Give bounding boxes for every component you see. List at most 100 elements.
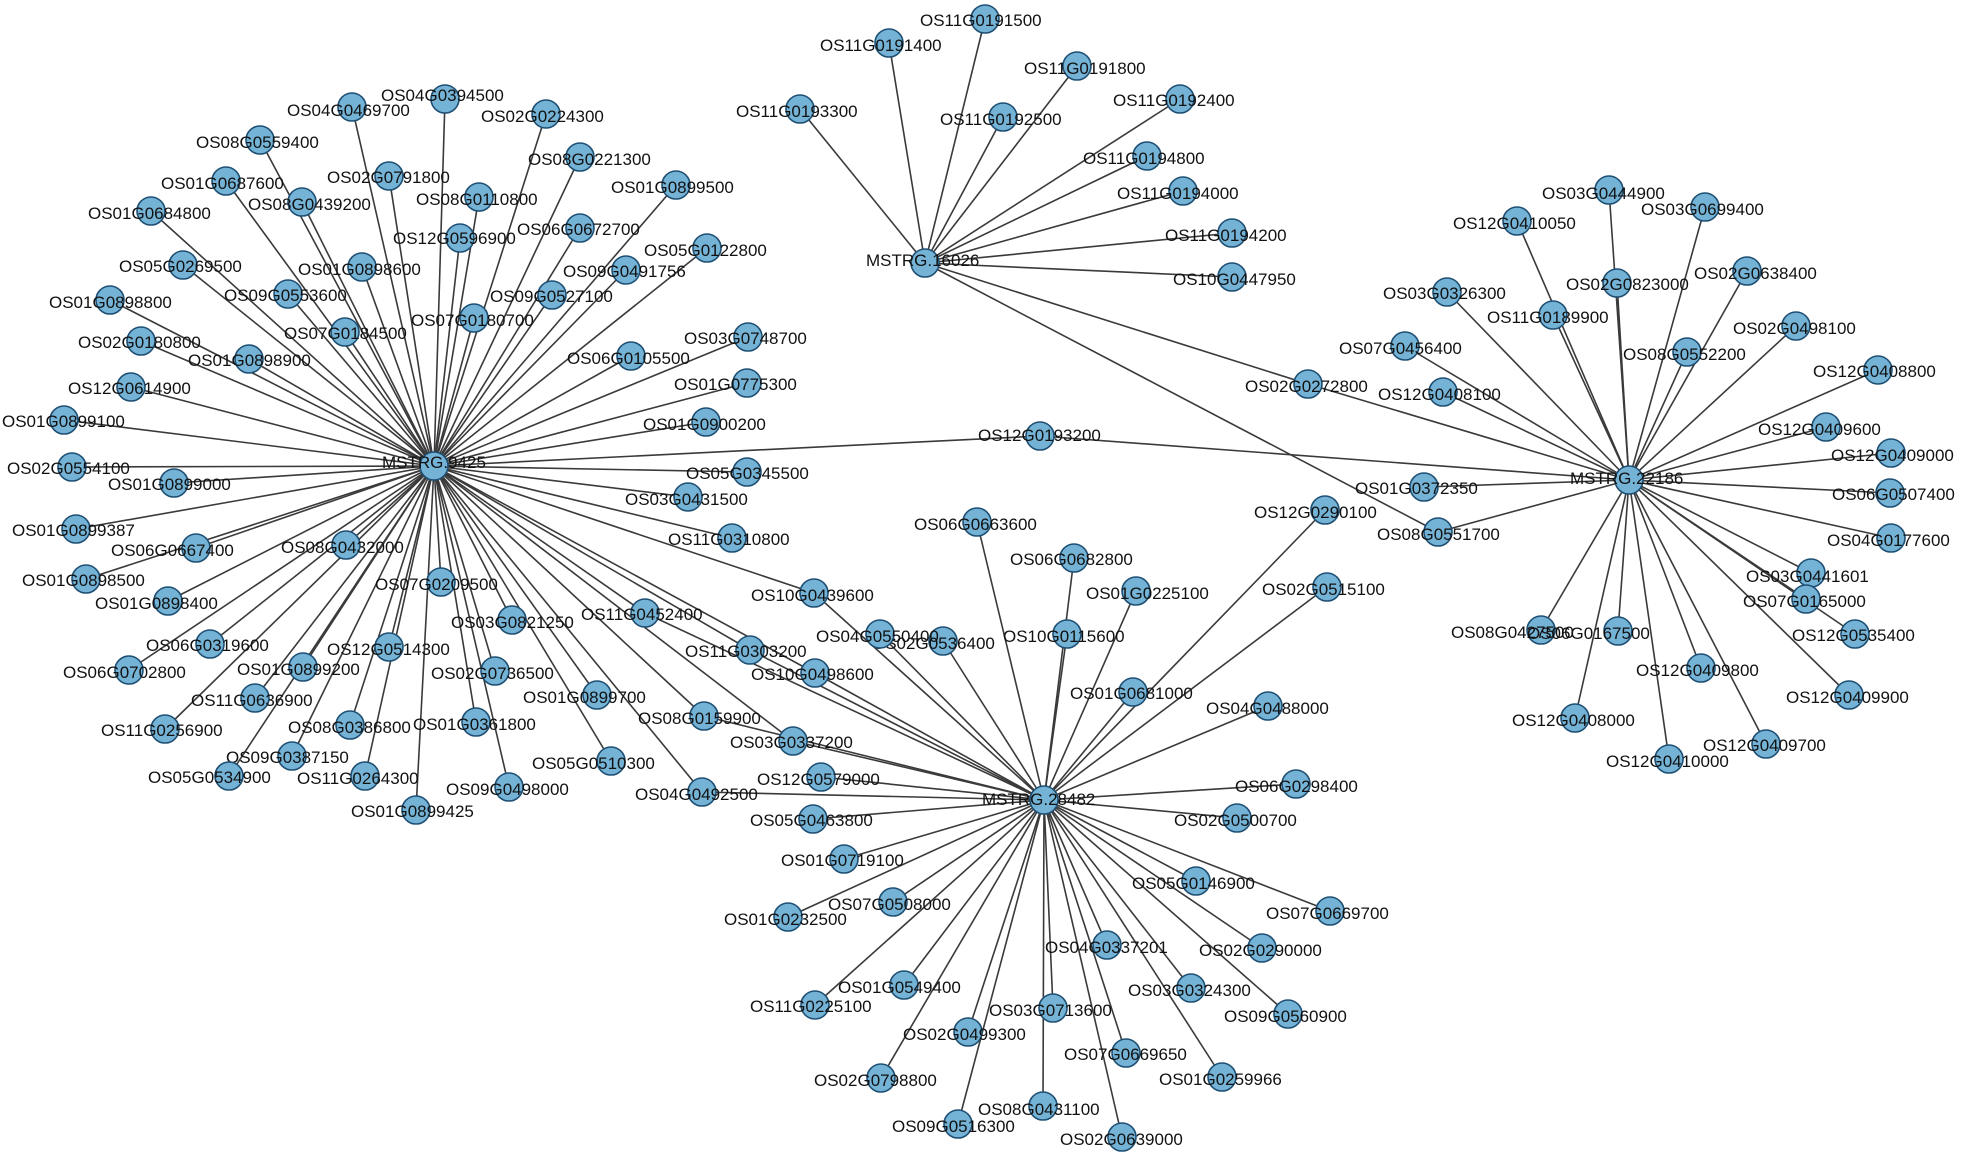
- node-circle: [611, 255, 641, 285]
- node-circle: [1168, 176, 1198, 206]
- edge-mstrg-28482--os07g0508000: [892, 799, 1045, 903]
- node-circle: [430, 84, 460, 114]
- node-label: OS02G0500700: [1174, 811, 1297, 830]
- gene-node-os02g0499300: OS02G0499300: [903, 1017, 1026, 1047]
- node-circle: [785, 94, 815, 124]
- gene-node-os11g0264300: OS11G0264300: [297, 761, 419, 791]
- edge-mstrg-28482--os03g0337200: [792, 740, 1045, 801]
- node-circle: [49, 405, 79, 435]
- gene-node-os01g0549400: OS01G0549400: [838, 970, 961, 1000]
- node-label: OS11G0310800: [668, 530, 790, 549]
- node-circle: [71, 564, 101, 594]
- node-circle: [943, 1109, 973, 1139]
- node-circle: [1132, 141, 1162, 171]
- edge-mstrg-16026--os11g0191400: [888, 42, 926, 264]
- edge-mstrg-9425--os03g0431500: [433, 465, 689, 498]
- gene-node-os07g0508000: OS07G0508000: [828, 887, 951, 917]
- node-label: OS12G0408800: [1813, 362, 1936, 381]
- gene-node-os08g0431100: OS08G0431100: [978, 1091, 1100, 1121]
- node-label: OS01G0549400: [838, 978, 961, 997]
- edge-mstrg-28482--os01g0549400: [903, 799, 1045, 986]
- node-label: OS01G0898900: [188, 351, 311, 370]
- node-label: OS09G0498000: [446, 780, 569, 799]
- node-circle: [1121, 576, 1151, 606]
- node-label: OS12G0410000: [1606, 752, 1729, 771]
- gene-node-os12g0408100: OS12G0408100: [1378, 377, 1501, 407]
- gene-node-os02g0515100: OS02G0515100: [1262, 572, 1385, 602]
- edge-mstrg-9425--os04g0469700: [351, 106, 435, 467]
- gene-node-os04g0337201: OS04G0337201: [1045, 930, 1168, 960]
- edge-mstrg-9425--os09g0491756: [433, 269, 627, 467]
- node-label: OS02G0638400: [1694, 264, 1817, 283]
- edge-mstrg-9425--os01g0899700: [433, 465, 598, 696]
- node-label: OS02G0823000: [1566, 275, 1689, 294]
- node-label: OS12G0409900: [1786, 688, 1909, 707]
- gene-node-os11g0191500: OS11G0191500: [920, 4, 1042, 34]
- edge-mstrg-22186--os12g0410000: [1628, 479, 1670, 760]
- node-label: OS11G0303200: [685, 642, 807, 661]
- node-label: OS01G0898800: [49, 293, 172, 312]
- gene-node-os12g0409700: OS12G0409700: [1703, 729, 1826, 759]
- node-label: OS03G0748700: [684, 329, 807, 348]
- gene-node-os03g0821250: OS03G0821250: [451, 605, 574, 635]
- edge-mstrg-22186--os12g0193200: [1039, 435, 1630, 481]
- edge-mstrg-9425--os08g0159900: [433, 465, 705, 717]
- node-label: OS05G0534900: [148, 768, 271, 787]
- gene-node-os10g0447950: OS10G0447950: [1173, 262, 1296, 292]
- edge-mstrg-16026--os02g0272800: [924, 262, 1309, 385]
- node-circle: [234, 344, 264, 374]
- hub-node-mstrg-28482: MSTRG.28482: [982, 785, 1095, 815]
- gene-node-os01g0775300: OS01G0775300: [674, 368, 797, 398]
- edge-mstrg-9425--os02g0180800: [140, 340, 435, 467]
- edge-mstrg-28482--os12g0579000: [820, 776, 1045, 801]
- edge-mstrg-9425--os01g0898900: [248, 358, 435, 467]
- node-circle: [1526, 615, 1556, 645]
- gene-node-os11g0189900: OS11G0189900: [1487, 300, 1609, 330]
- node-label: OS02G0554100: [7, 459, 130, 478]
- node-label: OS05G0510300: [532, 754, 655, 773]
- gene-node-os06g0507400: OS06G0507400: [1832, 478, 1955, 508]
- node-label: OS04G0550400: [816, 627, 939, 646]
- edge-mstrg-28482--os02g0290000: [1043, 799, 1263, 949]
- node-circle: [1811, 412, 1841, 442]
- node-label: OS06G0105500: [567, 349, 690, 368]
- gene-node-os03g0441601: OS03G0441601: [1746, 558, 1869, 588]
- node-label: OS04G0177600: [1827, 531, 1950, 550]
- edge-mstrg-9425--os11g0310800: [433, 465, 733, 539]
- gene-node-os06g0663600: OS06G0663600: [914, 507, 1037, 537]
- node-circle: [1502, 206, 1532, 236]
- gene-node-os12g0596900: OS12G0596900: [393, 223, 516, 253]
- edge-mstrg-28482--os02g0639000: [1043, 799, 1123, 1138]
- gene-node-os01g0898500: OS01G0898500: [22, 564, 145, 594]
- edge-mstrg-9425--os07g0184500: [344, 331, 435, 467]
- edge-mstrg-9425--os05g0269500: [182, 264, 435, 467]
- node-circle: [1428, 377, 1458, 407]
- node-circle: [1603, 616, 1633, 646]
- node-label: OS01G0372350: [1355, 479, 1478, 498]
- node-circle: [778, 726, 808, 756]
- gene-node-os07g0184500: OS07G0184500: [284, 317, 407, 347]
- gene-node-os04g0177600: OS04G0177600: [1827, 523, 1950, 553]
- edge-mstrg-9425--os11g0303200: [433, 465, 751, 651]
- node-label: OS08G0439200: [248, 195, 371, 214]
- node-circle: [1690, 192, 1720, 222]
- node-label: OS02G0498100: [1733, 319, 1856, 338]
- node-label: OS08G0551700: [1377, 525, 1500, 544]
- node-label: OS01G0684800: [88, 204, 211, 223]
- node-circle: [1165, 84, 1195, 114]
- node-circle: [1281, 769, 1311, 799]
- edge-mstrg-9425--os04g0394500: [433, 98, 446, 467]
- edge-mstrg-22186--os12g0409700: [1628, 479, 1767, 745]
- gene-node-os03g0713600: OS03G0713600: [989, 993, 1112, 1023]
- edge-mstrg-22186--os08g0427500: [1540, 479, 1630, 631]
- node-label: OS05G0122800: [644, 241, 767, 260]
- node-label: OS01G0775300: [674, 375, 797, 394]
- edge-layer: [63, 18, 1892, 1138]
- edge-mstrg-9425--os05g0122800: [433, 247, 708, 467]
- edge-mstrg-28482--os09g0516300: [957, 799, 1045, 1125]
- edge-mstrg-9425--os02g0736500: [433, 465, 496, 672]
- edge-mstrg-16026--os11g0194000: [924, 190, 1184, 264]
- node-label: OS09G0527100: [490, 287, 613, 306]
- node-label: OS11G0452400: [581, 605, 703, 624]
- node-circle: [1390, 331, 1420, 361]
